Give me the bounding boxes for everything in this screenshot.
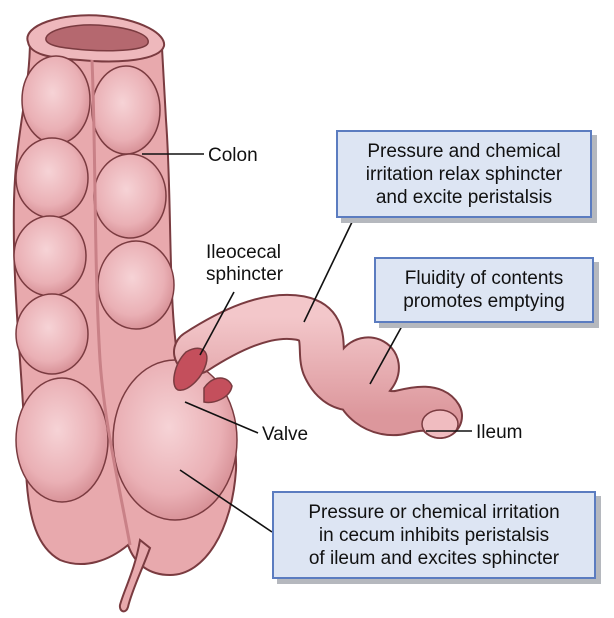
leader-relax <box>303 219 354 323</box>
callout-cecum: Pressure or chemical irritation in cecum… <box>272 491 596 579</box>
leader-lines <box>142 153 472 533</box>
colon <box>12 14 238 613</box>
haustrum <box>21 55 91 145</box>
callout-line: irritation relax sphincter <box>365 163 563 185</box>
haustrum <box>93 153 167 239</box>
appendix <box>118 538 152 613</box>
colon-label: Colon <box>208 145 258 166</box>
callout-line: Fluidity of contents <box>404 268 564 289</box>
callout-fluidity: Fluidity of contents promotes emptying <box>374 257 594 323</box>
callout-line: and excite peristalsis <box>375 186 553 208</box>
leader-valve <box>184 401 259 434</box>
ileocecal-sphincter-label-line: Ileocecal <box>206 242 281 263</box>
leader-cecum <box>179 469 273 533</box>
ileum-end <box>421 409 459 439</box>
callout-relax-sphincter: Pressure and chemical irritation relax s… <box>336 130 592 218</box>
haustrum <box>15 377 109 503</box>
valve-label: Valve <box>262 424 309 445</box>
callout-line: Pressure and chemical <box>367 140 561 162</box>
haustrum <box>97 240 175 330</box>
callout-line: in cecum inhibits peristalsis <box>318 524 550 546</box>
taenia-band <box>90 59 132 546</box>
leader-sphincter <box>199 291 235 356</box>
ileocecal-sphincter-label: Ileocecal sphincter <box>206 242 283 286</box>
haustrum <box>91 65 161 155</box>
callout-line: promotes emptying <box>403 291 565 312</box>
ileocecal-junction <box>173 347 233 404</box>
haustrum <box>13 215 87 297</box>
colon-opening-lumen <box>45 24 149 52</box>
haustrum <box>15 293 89 375</box>
leader-fluidity <box>369 325 403 385</box>
haustrum <box>15 137 89 219</box>
callout-line: of ileum and excites sphincter <box>308 547 560 569</box>
callout-line: Pressure or chemical irritation <box>308 501 560 523</box>
valve <box>203 377 233 404</box>
ileum-tube-fill <box>175 295 461 437</box>
ileocecal-sphincter-label-line: sphincter <box>206 264 284 285</box>
ileum-label: Ileum <box>476 422 523 443</box>
